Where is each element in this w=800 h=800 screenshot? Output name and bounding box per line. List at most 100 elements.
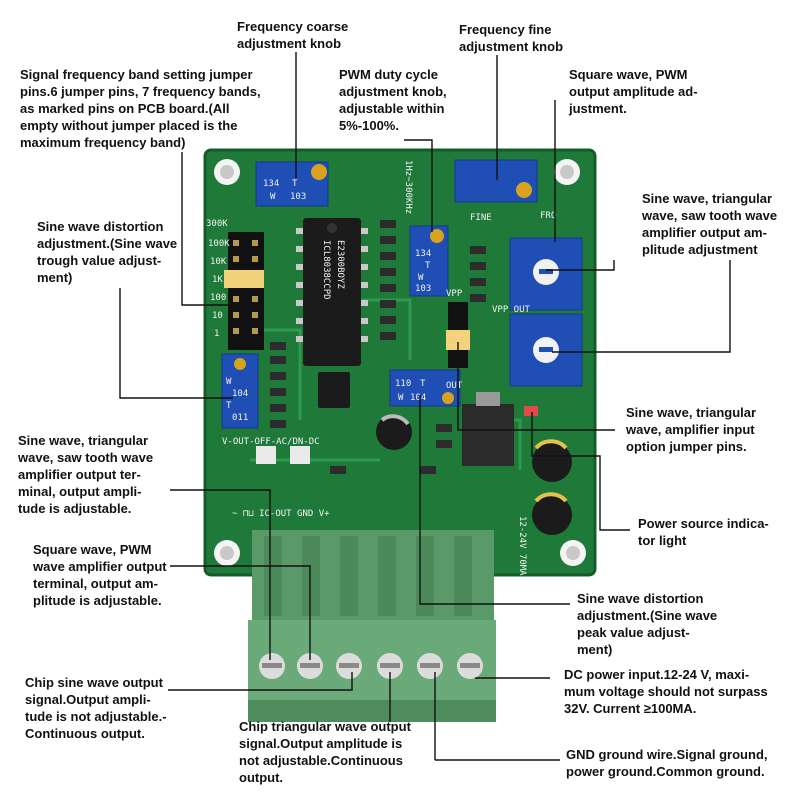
label-line: Square wave, PWM bbox=[569, 67, 688, 82]
trim-peak-line-1: 110 bbox=[395, 379, 411, 389]
silk-band-100k: 100K bbox=[208, 239, 230, 249]
trim-trough-line-1: W bbox=[226, 377, 232, 387]
label-line: Sine wave distortion bbox=[577, 591, 704, 606]
trim-duty-line-4: 103 bbox=[415, 284, 431, 294]
silk-band-10k: 10K bbox=[210, 257, 227, 267]
capacitor-small bbox=[376, 414, 412, 450]
label-wave-amplitude: Sine wave, triangular wave, saw tooth wa… bbox=[642, 190, 777, 258]
leader-power-led bbox=[531, 412, 630, 531]
label-line: DC power input.12-24 V, maxi- bbox=[564, 667, 750, 682]
label-line: adjustment.(Sine wave bbox=[577, 608, 718, 623]
silkscreen: 1Hz~300KHz FINE FRQ VPP OUT VPP OUT V-OU… bbox=[222, 160, 556, 576]
trim-duty-line-2: T bbox=[425, 261, 431, 271]
mounting-hole-bottom-left bbox=[214, 540, 240, 566]
silk-frq: FRQ bbox=[540, 211, 556, 221]
label-line: adjustment knob, bbox=[339, 84, 447, 99]
label-jumper-band: Signal frequency band setting jumper pin… bbox=[20, 66, 261, 151]
chip-mark-line-1: ICL8038CCPD bbox=[321, 240, 331, 300]
label-line: Frequency coarse bbox=[237, 19, 349, 34]
label-line: Continuous output. bbox=[25, 726, 145, 741]
leader-jumper-band bbox=[181, 152, 238, 306]
trim-trough-line-3: T bbox=[226, 401, 232, 411]
leader-chip-sine bbox=[168, 672, 353, 691]
silk-band-100: 100 bbox=[210, 293, 226, 303]
leader-gnd bbox=[434, 672, 560, 761]
label-line: adjustment knob bbox=[459, 39, 564, 54]
mounting-hole-top-right bbox=[554, 159, 580, 185]
leader-input-jumper bbox=[457, 342, 615, 431]
trim-trough-line-4: 011 bbox=[232, 413, 248, 423]
label-line: power ground.Common ground. bbox=[566, 764, 765, 779]
silk-out: OUT bbox=[446, 381, 463, 391]
label-line: 5%-100%. bbox=[339, 118, 399, 133]
label-line: tude is adjustable. bbox=[18, 501, 132, 516]
label-line: Sine wave distortion bbox=[37, 219, 164, 234]
label-line: wave, saw tooth wave bbox=[642, 208, 778, 223]
trim-duty-line-3: W bbox=[418, 273, 424, 283]
silk-band-1k: 1K bbox=[212, 275, 223, 285]
label-input-jumper: Sine wave, triangular wave, amplifier in… bbox=[626, 404, 756, 455]
label-line: Frequency fine bbox=[459, 22, 552, 37]
label-dc-power: DC power input.12-24 V, maxi- mum voltag… bbox=[564, 666, 768, 717]
label-line: peak value adjust- bbox=[577, 625, 690, 640]
leader-sine-trough bbox=[119, 288, 233, 399]
label-line: trough value adjust- bbox=[37, 253, 162, 268]
trim-peak-line-4: 104 bbox=[410, 393, 426, 403]
label-line: minal, output ampli- bbox=[18, 484, 142, 499]
power-led bbox=[524, 406, 538, 416]
label-line: Power source indica- bbox=[638, 516, 769, 531]
trim-duty-line-1: 134 bbox=[415, 249, 431, 259]
band-jumper-header: 300K 100K 10K 1K 100 10 1 bbox=[206, 219, 264, 350]
trim-coarse-line-2: T bbox=[292, 179, 298, 189]
capacitor-large-1 bbox=[532, 439, 572, 482]
terminal-screw-2 bbox=[297, 653, 323, 679]
label-line: plitude is adjustable. bbox=[33, 593, 162, 608]
trim-peak-line-2: T bbox=[420, 379, 426, 389]
label-line: adjustable within bbox=[339, 101, 445, 116]
leader-square-terminal bbox=[170, 565, 311, 660]
label-line: Sine wave, triangular bbox=[642, 191, 773, 206]
terminal-screw-4 bbox=[377, 653, 403, 679]
label-amp-terminal: Sine wave, triangular wave, saw tooth wa… bbox=[18, 432, 153, 517]
leader-lines bbox=[119, 52, 731, 761]
silk-power: 12-24V 70MA bbox=[517, 516, 527, 576]
mounting-hole-bottom-right bbox=[560, 540, 586, 566]
label-line: justment. bbox=[569, 101, 627, 116]
terminal-screw-5 bbox=[417, 653, 443, 679]
leader-sine-peak bbox=[419, 395, 570, 605]
label-sine-trough: Sine wave distortion adjustment.(Sine wa… bbox=[37, 218, 177, 286]
silk-fine: FINE bbox=[470, 213, 492, 223]
label-line: Chip sine wave output bbox=[25, 675, 163, 690]
label-line: ment) bbox=[37, 270, 73, 285]
label-frequency-fine: Frequency fine adjustment knob bbox=[459, 21, 563, 55]
voltage-regulator bbox=[462, 392, 514, 466]
label-line: not adjustable.Continuous bbox=[239, 753, 403, 768]
silk-terminals: ~ ⊓⊔ IC-OUT GND V+ bbox=[232, 509, 330, 519]
mounting-hole-top-left bbox=[214, 159, 240, 185]
label-line: adjustment knob bbox=[237, 36, 342, 51]
label-pwm-duty: PWM duty cycle adjustment knob, adjustab… bbox=[339, 66, 447, 134]
label-gnd: GND ground wire.Signal ground, power gro… bbox=[566, 746, 768, 780]
label-line: GND ground wire.Signal ground, bbox=[566, 747, 768, 762]
capacitor-large-2 bbox=[532, 492, 572, 535]
label-square-terminal: Square wave, PWM wave amplifier output t… bbox=[33, 541, 167, 609]
pwm-duty-trimmer: 134 T W 103 bbox=[409, 225, 449, 297]
label-line: wave, saw tooth wave bbox=[18, 450, 154, 465]
label-line: ment) bbox=[577, 642, 613, 657]
label-line: wave, amplifier input bbox=[626, 422, 755, 437]
label-line: maximum frequency band) bbox=[20, 135, 186, 150]
label-line: Sine wave, triangular bbox=[626, 405, 757, 420]
pcb-board bbox=[203, 148, 597, 577]
label-power-led: Power source indica- tor light bbox=[638, 515, 769, 549]
label-line: adjustment.(Sine wave bbox=[37, 236, 178, 251]
square-amplitude-trimmer bbox=[509, 237, 583, 311]
leader-wave-amp bbox=[546, 260, 615, 271]
silk-band-1: 1 bbox=[214, 329, 219, 339]
label-line: output. bbox=[239, 770, 284, 785]
label-sine-peak: Sine wave distortion adjustment.(Sine wa… bbox=[577, 590, 717, 658]
label-line: plitude adjustment bbox=[642, 242, 758, 257]
terminal-screw-6 bbox=[457, 653, 483, 679]
label-line: signal.Output ampli- bbox=[25, 692, 151, 707]
chip-mark-line-2: E2300BOYZ bbox=[335, 240, 345, 289]
